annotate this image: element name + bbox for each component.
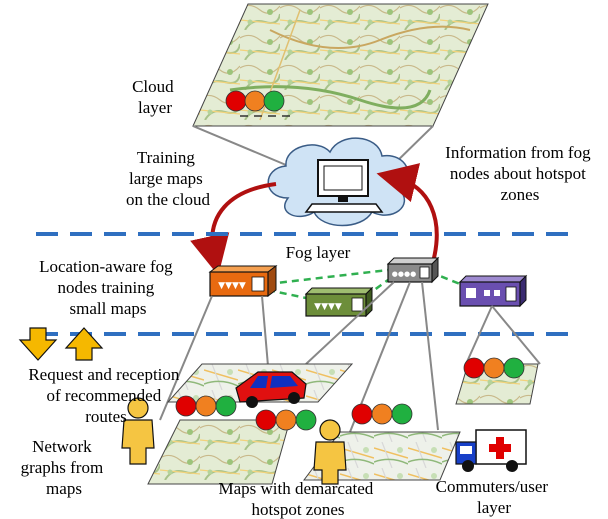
- commuters-label: Commuters/user layer: [436, 477, 553, 517]
- training-cloud-label: Training large maps on the cloud: [126, 148, 211, 209]
- down-arrow-icon: [18, 327, 58, 361]
- info-fog-label: Information from fog nodes about hotspot…: [445, 143, 595, 204]
- svg-text:▼▼▼▼: ▼▼▼▼: [218, 281, 246, 291]
- traffic-light-icon: [175, 395, 237, 417]
- traffic-light-icon: [463, 357, 525, 379]
- router-icon: ▼▼▼▼: [304, 286, 374, 318]
- router-icon: ●●●●: [386, 256, 440, 284]
- car-icon: [235, 371, 307, 408]
- svg-text:▼▼▼▼: ▼▼▼▼: [314, 302, 342, 312]
- training-arrow: [190, 182, 277, 276]
- computer-icon: [304, 159, 384, 213]
- up-arrow-icon: [64, 327, 104, 361]
- traffic-light-icon: [255, 409, 317, 431]
- traffic-light-icon: [225, 90, 285, 112]
- network-graphs-label: Network graphs from maps: [21, 437, 108, 498]
- map-icon: [147, 419, 291, 485]
- traffic-light-icon: [351, 403, 413, 425]
- ambulance-icon: [455, 429, 527, 472]
- person-icon: [313, 419, 347, 485]
- maps-hotspot-label: Maps with demarcated hotspot zones: [218, 479, 377, 519]
- connector-line: [192, 125, 299, 171]
- fog-nodes-label: Location-aware fog nodes training small …: [39, 257, 177, 318]
- info-arrow: [376, 163, 439, 263]
- fog-connectors: [159, 281, 541, 433]
- fog-layer-label: Fog layer: [286, 243, 351, 262]
- cloud-layer-label: Cloud layer: [132, 77, 178, 117]
- router-icon: ▼▼▼▼: [208, 265, 278, 297]
- person-icon: [121, 397, 155, 465]
- router-icon: [458, 274, 528, 308]
- request-routes-label: Request and reception of recommended rou…: [28, 365, 183, 426]
- svg-text:●●●●: ●●●●: [392, 270, 416, 278]
